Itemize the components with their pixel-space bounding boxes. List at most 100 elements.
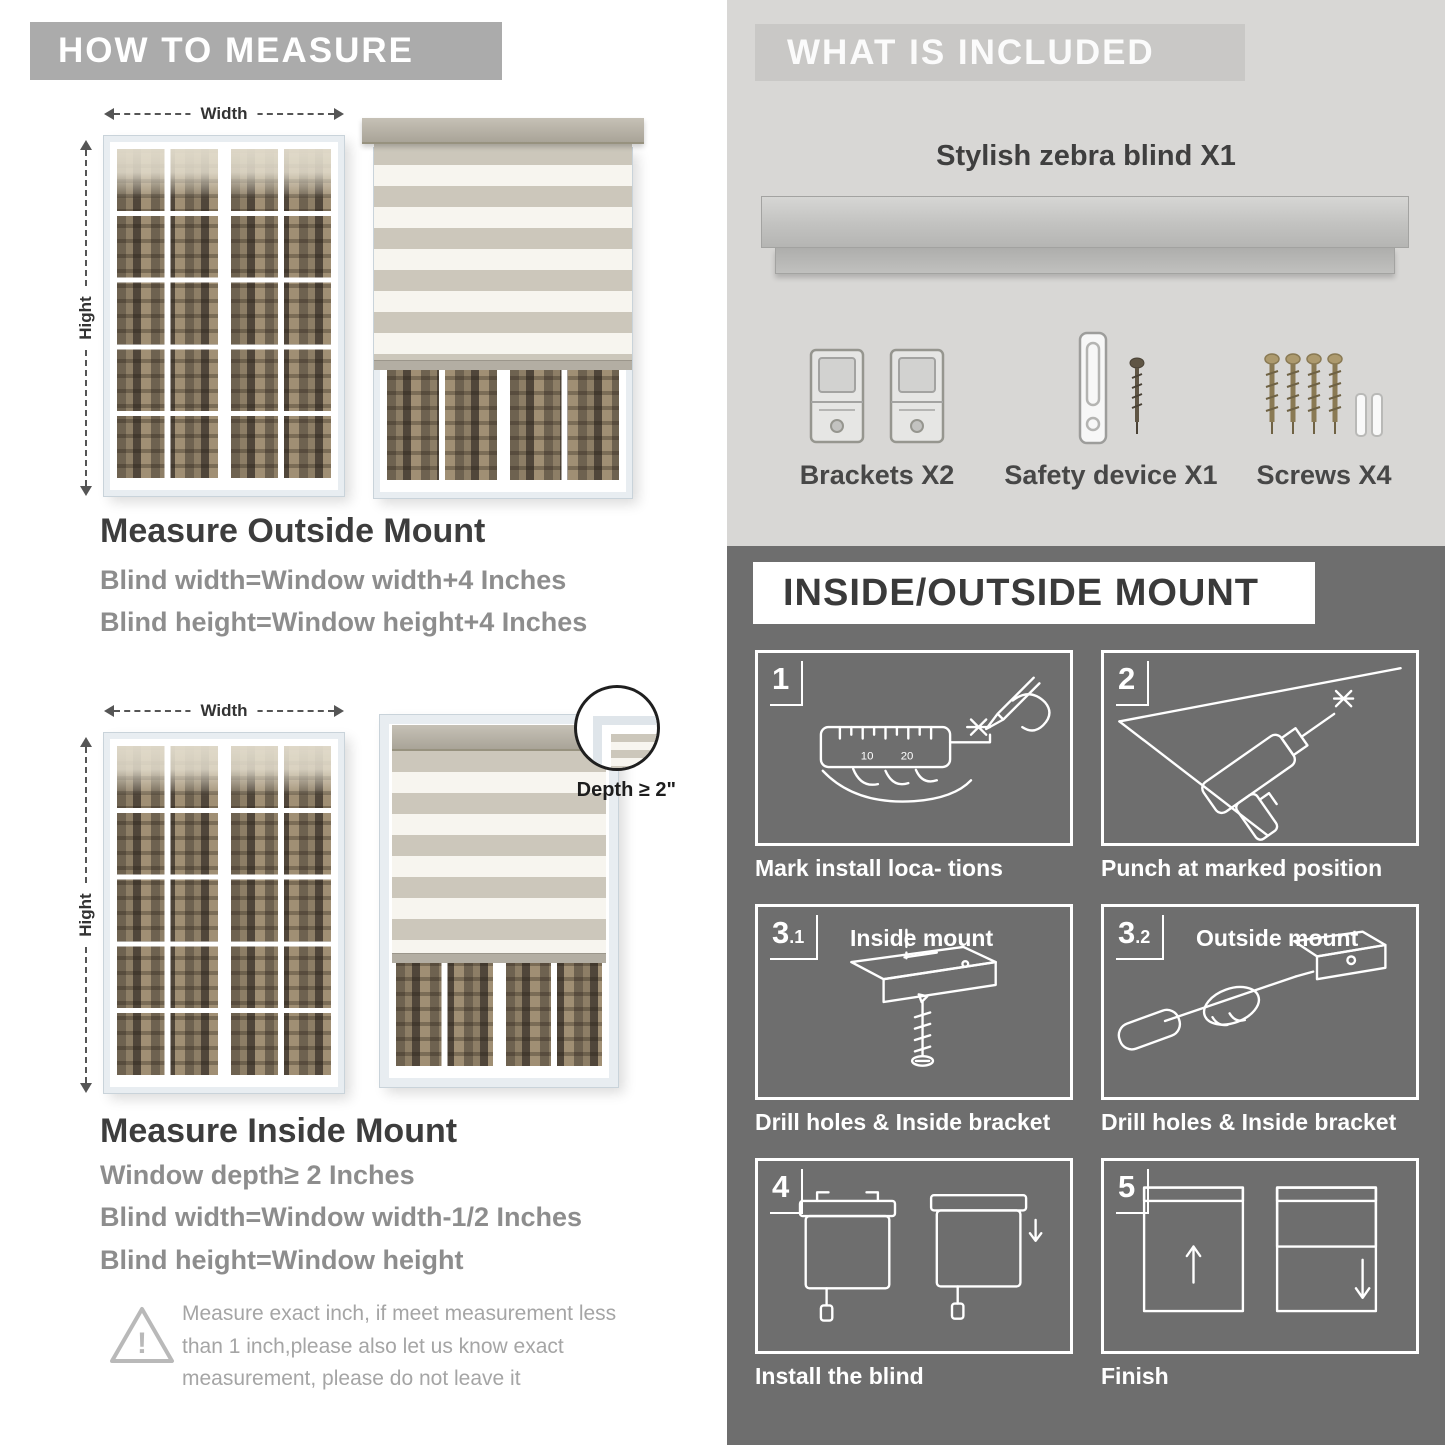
finish-blinds-art bbox=[1142, 1186, 1378, 1313]
inside-spec-line-1: Window depth≥ 2 Inches bbox=[100, 1160, 415, 1190]
step-4-panel: 4 bbox=[755, 1158, 1073, 1354]
blind-bottom-rail bbox=[374, 360, 632, 370]
headrail-cassette bbox=[761, 196, 1409, 248]
arrow-up-icon bbox=[80, 140, 92, 150]
blind-bottom-rail bbox=[392, 953, 606, 963]
step-2: 2 Punch at bbox=[1101, 650, 1419, 882]
mount-instructions-section: INSIDE/OUTSIDE MOUNT 1 10 20 bbox=[727, 546, 1445, 1445]
step-1: 1 10 20 Mark install l bbox=[755, 650, 1073, 882]
step-5-panel: 5 bbox=[1101, 1158, 1419, 1354]
safety-device-label: Safety device X1 bbox=[1004, 460, 1218, 490]
install-blind-art bbox=[798, 1191, 1043, 1322]
width-label: Width bbox=[190, 701, 258, 721]
window-sash bbox=[227, 743, 334, 1083]
included-item-screws: Screws X4 bbox=[1231, 318, 1417, 491]
inside-spec-line-3: Blind height=Window height bbox=[100, 1245, 464, 1275]
how-to-measure-header: HOW TO MEASURE bbox=[30, 22, 502, 80]
outside-spec-line-1: Blind width=Window width+4 Inches bbox=[100, 565, 567, 595]
width-arrow: Width bbox=[104, 104, 344, 124]
svg-text:!: ! bbox=[137, 1327, 147, 1360]
window-sash bbox=[114, 743, 221, 1083]
brackets-label: Brackets X2 bbox=[799, 460, 955, 490]
depth-zoom-callout bbox=[574, 685, 660, 771]
frame-corner bbox=[593, 716, 657, 768]
step-number: 4 bbox=[770, 1169, 804, 1214]
window-photo bbox=[103, 135, 345, 497]
mount-header: INSIDE/OUTSIDE MOUNT bbox=[753, 562, 1315, 624]
step-caption: Finish bbox=[1101, 1363, 1169, 1389]
step-3-1: 3.1 Inside mount Dril bbox=[755, 904, 1073, 1136]
height-label: Hight bbox=[76, 288, 96, 348]
step-title: Inside mount bbox=[850, 925, 994, 951]
inside-bracket-art bbox=[850, 928, 997, 1067]
window-photo bbox=[103, 732, 345, 1094]
step-caption: Drill holes & Inside bracket bbox=[755, 1109, 1051, 1135]
screws-art bbox=[1260, 318, 1388, 446]
outside-bracket-art bbox=[1117, 930, 1387, 1051]
included-item-brackets: Brackets X2 bbox=[763, 318, 991, 491]
arrow-right-icon bbox=[334, 108, 344, 120]
bracket-icon bbox=[889, 348, 945, 444]
inside-spec-line-2: Blind width=Window width-1/2 Inches bbox=[100, 1202, 583, 1232]
safety-screw-icon bbox=[1129, 357, 1145, 434]
step-1-panel: 1 10 20 bbox=[755, 650, 1073, 846]
step-number: 5 bbox=[1116, 1169, 1150, 1214]
blind-headrail-illustration bbox=[761, 196, 1409, 274]
outside-spec-line-2: Blind height=Window height+4 Inches bbox=[100, 607, 588, 637]
arrow-left-icon bbox=[104, 108, 114, 120]
screws-label: Screws X4 bbox=[1256, 460, 1392, 490]
measure-outside-window-figure: Width Hight bbox=[72, 100, 345, 500]
width-arrow: Width bbox=[104, 701, 344, 721]
step-number: 1 bbox=[770, 661, 804, 706]
installation-steps-grid: 1 10 20 Mark install l bbox=[755, 650, 1419, 1390]
step-3-1-panel: 3.1 Inside mount bbox=[755, 904, 1073, 1100]
step-number: 3.2 bbox=[1116, 915, 1165, 960]
width-label: Width bbox=[190, 104, 258, 124]
blind-valance bbox=[392, 725, 606, 751]
zebra-shade bbox=[392, 725, 606, 963]
measure-inside-heading: Measure Inside Mount bbox=[100, 1112, 458, 1150]
step-caption: Drill holes & Inside bracket bbox=[1101, 1109, 1397, 1135]
safety-device-art bbox=[1075, 318, 1147, 446]
included-item-safety-device: Safety device X1 bbox=[991, 318, 1231, 491]
step-caption: Install the blind bbox=[755, 1363, 924, 1389]
svg-text:20: 20 bbox=[901, 750, 914, 762]
safety-device-icon bbox=[1078, 331, 1108, 445]
height-arrow: Hight bbox=[76, 737, 96, 1093]
measure-inside-window-figure: Width Hight bbox=[72, 697, 345, 1097]
arrow-up-icon bbox=[80, 737, 92, 747]
included-items-row: Brackets X2 Safety device X1 bbox=[763, 318, 1417, 491]
window-sash bbox=[114, 146, 221, 486]
step-number: 2 bbox=[1116, 661, 1150, 706]
blind-inside-figure: Depth ≥ 2" bbox=[379, 685, 676, 1088]
window-sash bbox=[227, 146, 334, 486]
measurement-warning-text: Measure exact inch, if meet measurement … bbox=[182, 1302, 617, 1391]
blind-stripes bbox=[392, 751, 606, 953]
wall-anchors-icon bbox=[1355, 393, 1383, 437]
blind-outside-figure bbox=[362, 118, 644, 499]
step-number: 3.1 bbox=[770, 915, 819, 960]
step-caption: Mark install loca- tions bbox=[755, 855, 1003, 881]
tape-measure-art: 10 20 bbox=[819, 676, 1051, 803]
what-is-included-header: WHAT IS INCLUDED bbox=[755, 24, 1245, 81]
step-caption: Punch at marked position bbox=[1101, 855, 1383, 881]
what-is-included-section: WHAT IS INCLUDED Stylish zebra blind X1 bbox=[727, 0, 1445, 546]
depth-label: Depth ≥ 2" bbox=[576, 779, 676, 801]
step-2-panel: 2 bbox=[1101, 650, 1419, 846]
svg-text:10: 10 bbox=[861, 750, 874, 762]
drill-art bbox=[1118, 667, 1402, 841]
screws-icon bbox=[1264, 350, 1383, 437]
warning-triangle-icon: ! bbox=[110, 1307, 174, 1363]
height-arrow: Hight bbox=[76, 140, 96, 496]
step-4: 4 Install the blind bbox=[755, 1158, 1073, 1390]
blind-stripes bbox=[374, 144, 632, 360]
arrow-left-icon bbox=[104, 705, 114, 717]
step-title: Outside mount bbox=[1196, 925, 1359, 951]
brackets-art bbox=[805, 318, 949, 446]
bracket-icon bbox=[809, 348, 865, 444]
arrow-down-icon bbox=[80, 1083, 92, 1093]
headrail-lip bbox=[775, 248, 1395, 274]
blind-valance bbox=[362, 118, 644, 144]
step-3-2-panel: 3.2 Outside mount bbox=[1101, 904, 1419, 1100]
